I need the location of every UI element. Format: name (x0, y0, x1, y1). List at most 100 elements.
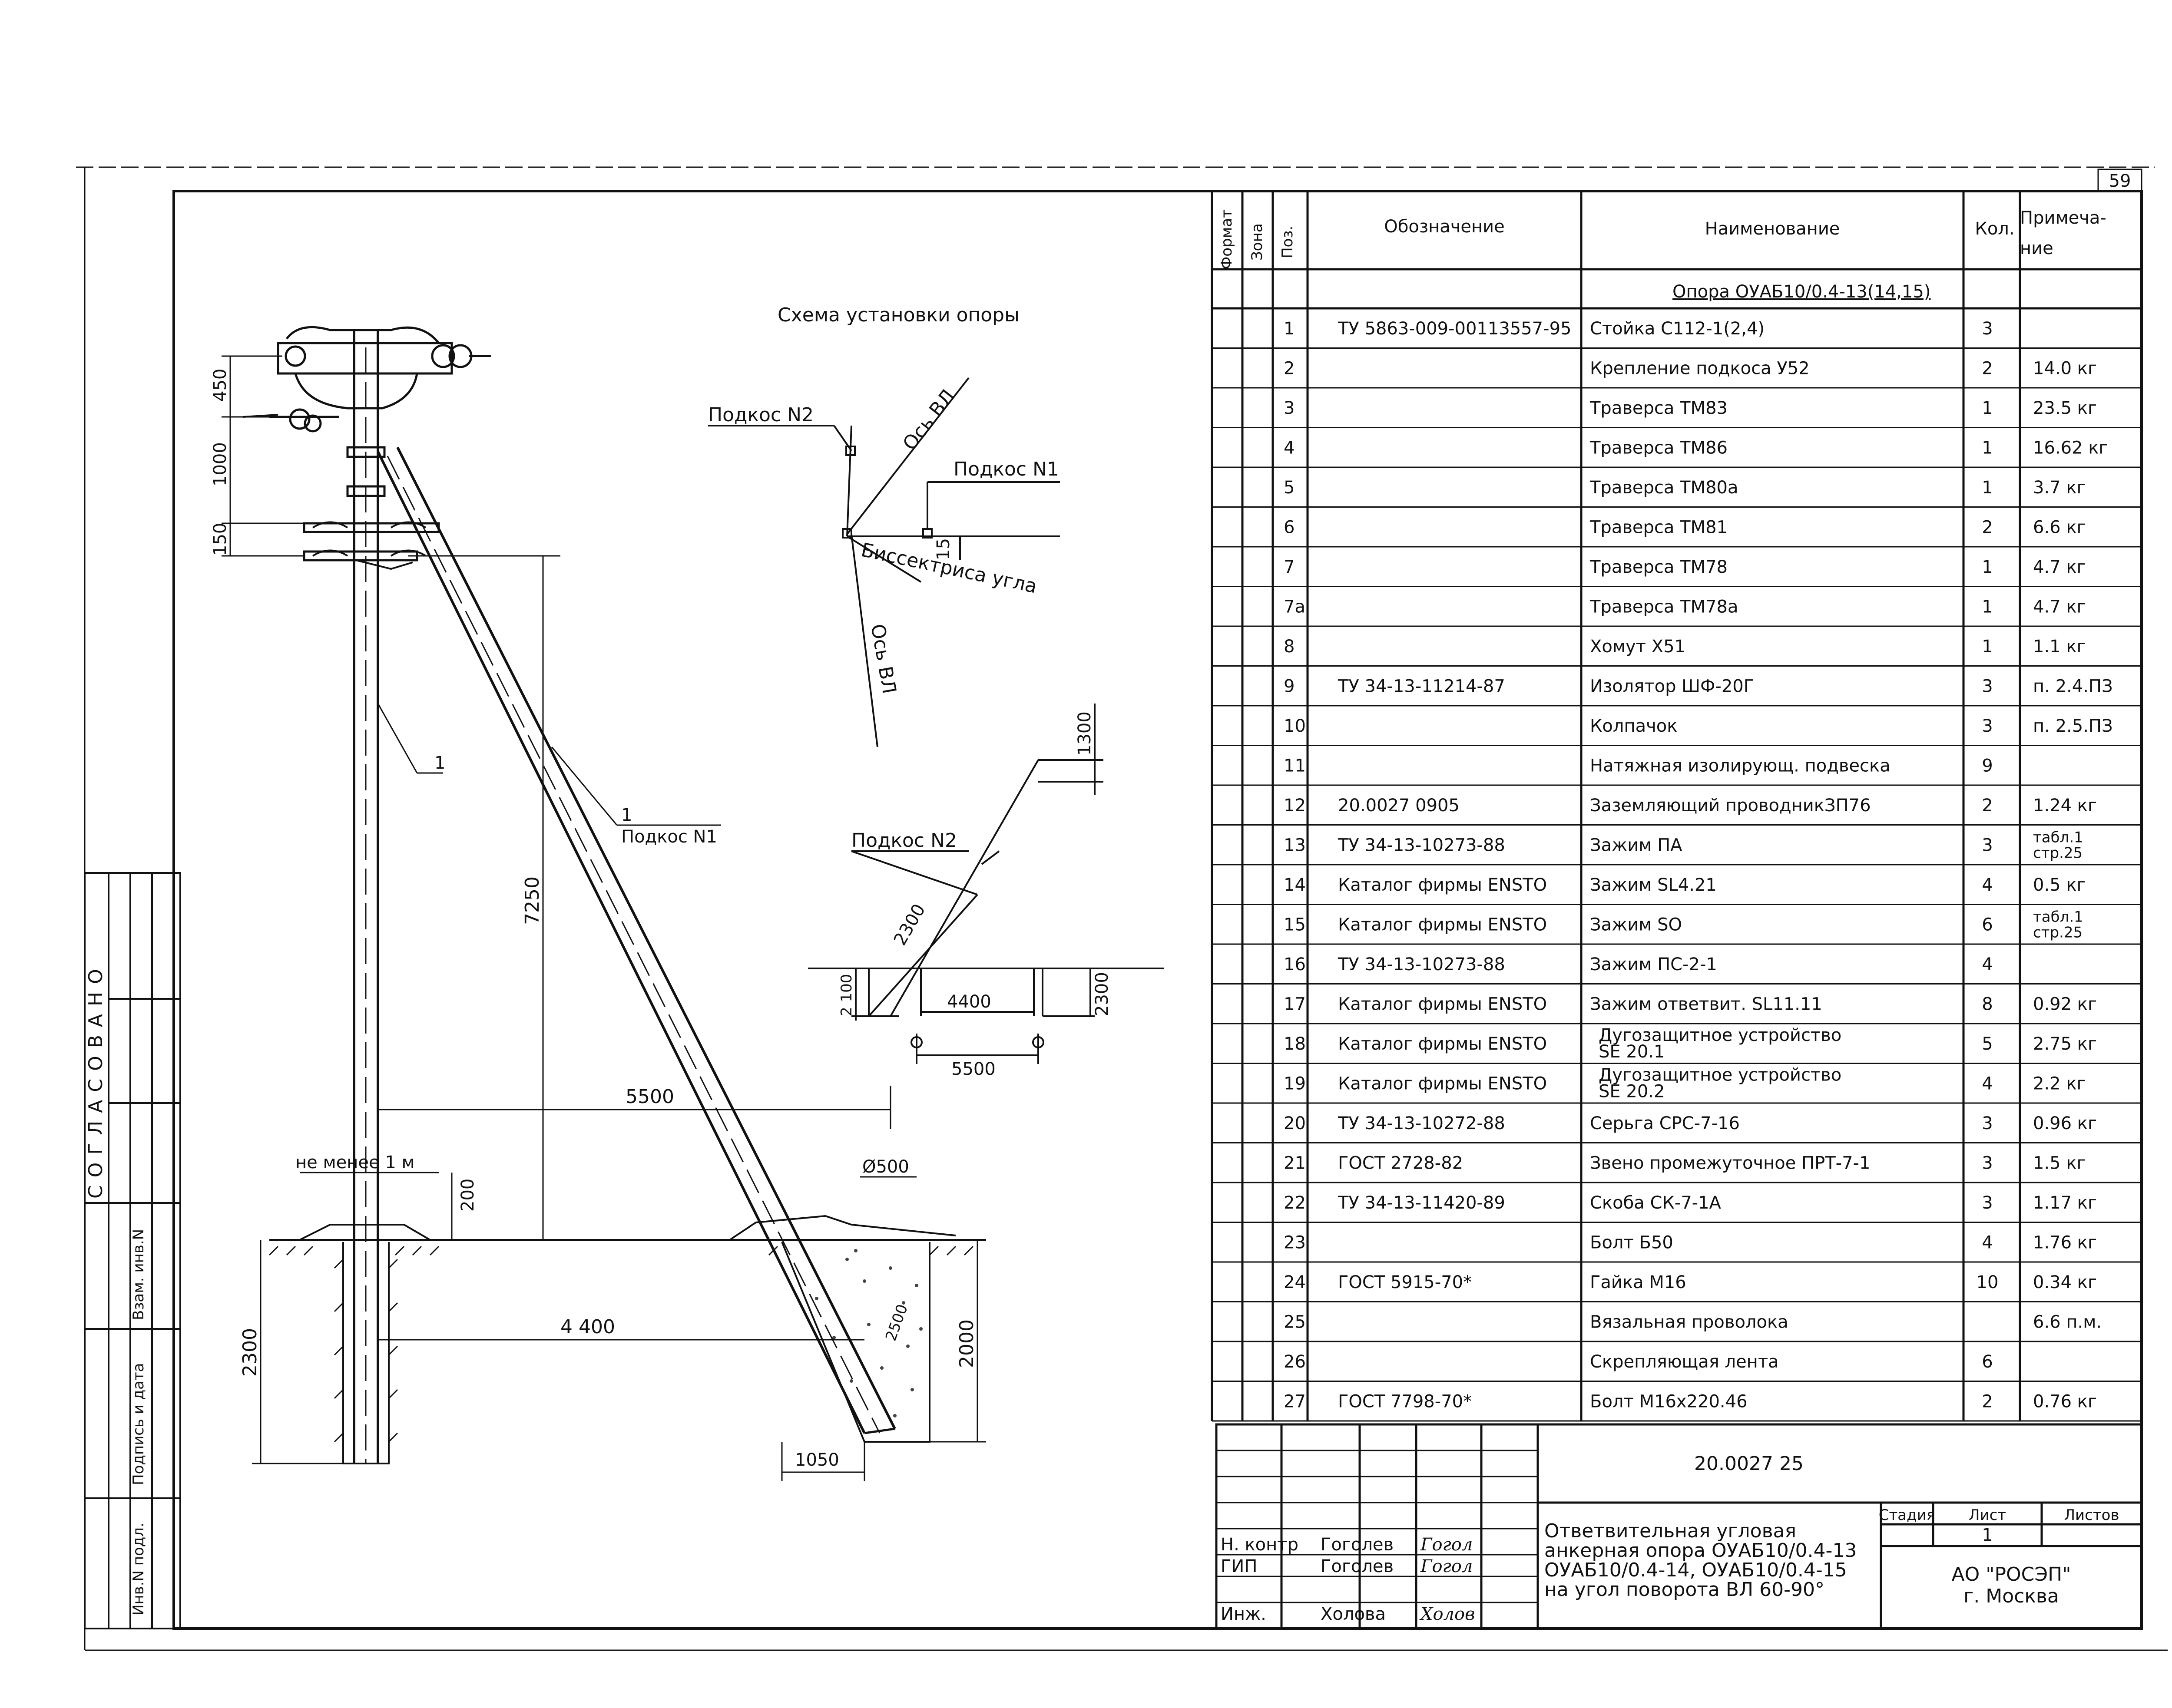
spec-row-note: 1.76 кг (2033, 1232, 2097, 1252)
spec-row-designation: Каталог фирмы ENSTO (1338, 875, 1547, 895)
spec-row-designation: ГОСТ 2728-82 (1338, 1153, 1463, 1173)
spec-row-note: 6.6 п.м. (2033, 1312, 2102, 1332)
spec-table-grid (1211, 191, 2143, 1422)
spec-row-qty: 1 (1982, 438, 1993, 458)
dim-200: 200 (458, 1179, 478, 1212)
spec-row-note: п. 2.4.ПЗ (2033, 676, 2113, 696)
spec-row-pos: 21 (1284, 1153, 1306, 1173)
spec-row-qty: 6 (1982, 1352, 1993, 1372)
spec-row-pos: 23 (1284, 1232, 1306, 1252)
spec-row-note: 0.76 кг (2033, 1391, 2097, 1411)
dimension-lines (222, 355, 986, 1481)
spec-row-pos: 3 (1284, 398, 1295, 418)
spec-row-designation: ТУ 34-13-11420-89 (1338, 1193, 1505, 1213)
spec-row-pos: 8 (1284, 637, 1295, 657)
scheme-axis-vl-top: Ось ВЛ (898, 386, 959, 455)
spec-row-name: Натяжная изолирующ. подвеска (1590, 756, 1891, 776)
spec-row-name: Гайка М16 (1590, 1272, 1686, 1292)
spec-row-qty: 1 (1982, 637, 1993, 657)
spec-row-designation: ТУ 34-13-10273-88 (1338, 835, 1505, 855)
spec-row-name: Зажим ПС-2-1 (1590, 955, 1717, 975)
hdr-designation: Обозначение (1384, 217, 1505, 237)
name-engineer: Холова (1321, 1604, 1386, 1624)
spec-row-name: Зажим SL4.21 (1590, 875, 1717, 895)
brace-scheme (808, 704, 1164, 1064)
stamp-agreed: СОГЛАСОВАНО (85, 961, 107, 1199)
spec-row-name: Заземляющий проводникЗП76 (1590, 796, 1871, 816)
spec-row-pos: 27 (1284, 1391, 1306, 1411)
spec-row-note-2: стр.25 (2033, 845, 2083, 862)
sheets-label: Листов (2064, 1506, 2119, 1524)
spec-row-note: 23.5 кг (2033, 398, 2097, 418)
stamp-inv-orig: Инв.N подл. (130, 1523, 147, 1615)
spec-row-note: табл.1 (2033, 829, 2083, 846)
title-line-3: ОУАБ10/0.4-14, ОУАБ10/0.4-15 (1544, 1559, 1847, 1581)
spec-row-name: Крепление подкоса У52 (1590, 358, 1810, 378)
spec-row-pos: 11 (1284, 756, 1306, 776)
sign-n-control: Гогол (1420, 1535, 1473, 1555)
spec-row-designation: ГОСТ 7798-70* (1338, 1391, 1472, 1411)
spec-row-note: 1.17 кг (2033, 1193, 2097, 1213)
side-dim-1300: 1300 (1075, 711, 1095, 756)
spec-row-name: Скоба СК-7-1А (1590, 1193, 1722, 1213)
spec-row-name: Дугозащитное устройство (1599, 1025, 1841, 1045)
name-n-control: Гоголев (1321, 1535, 1394, 1555)
spec-row-name: Зажим ответвит. SL11.11 (1590, 994, 1822, 1014)
spec-row-name: Траверса ТМ80а (1589, 478, 1738, 498)
spec-row-pos: 17 (1284, 994, 1306, 1014)
spec-row-qty: 1 (1982, 398, 1993, 418)
sheet-number: 59 (2109, 171, 2131, 191)
spec-row-note: 2.75 кг (2033, 1034, 2097, 1054)
hdr-note-2: ние (2020, 238, 2053, 258)
spec-row-pos: 20 (1284, 1113, 1306, 1133)
spec-row-note: 14.0 кг (2033, 358, 2097, 378)
spec-row-qty: 8 (1982, 994, 1993, 1014)
spec-row-name: Изолятор ШФ-20Г (1590, 676, 1754, 696)
dim-1000: 1000 (210, 442, 230, 486)
hdr-name: Наименование (1705, 219, 1840, 239)
spec-row-name-2: SE 20.1 (1599, 1042, 1665, 1062)
spec-row-pos: 26 (1284, 1352, 1306, 1372)
ref-post-1: 1 (434, 753, 445, 773)
dim-150: 150 (210, 523, 230, 556)
title-line-2: анкерная опора ОУАБ10/0.4-13 (1544, 1540, 1857, 1562)
spec-row-pos: 24 (1284, 1272, 1306, 1292)
spec-row-note: 4.7 кг (2033, 557, 2086, 577)
dim-2300: 2300 (239, 1328, 261, 1377)
spec-row-name-2: SE 20.2 (1599, 1082, 1665, 1102)
dim-4400: 4 400 (560, 1316, 615, 1338)
pole-drawing (243, 326, 986, 1464)
dim-1050: 1050 (795, 1450, 839, 1470)
spec-row-qty: 4 (1982, 955, 1993, 975)
spec-row-designation: Каталог фирмы ENSTO (1338, 994, 1547, 1014)
spec-row-designation: ТУ 34-13-11214-87 (1338, 676, 1505, 696)
spec-row-qty: 4 (1982, 1074, 1993, 1094)
name-gip: Гоголев (1321, 1556, 1394, 1576)
left-stamp (84, 872, 181, 1629)
stage-label: Стадия (1879, 1506, 1935, 1524)
dim-2500: 2500 (882, 1302, 911, 1343)
spec-row-designation: Каталог фирмы ENSTO (1338, 1034, 1547, 1054)
org-line-1: АО "РОСЭП" (1952, 1563, 2071, 1586)
spec-row-note-2: стр.25 (2033, 924, 2083, 942)
spec-row-pos: 5 (1284, 478, 1295, 498)
spec-row-name: Вязальная проволока (1590, 1312, 1788, 1332)
spec-row-designation: Каталог фирмы ENSTO (1338, 915, 1547, 935)
spec-row-pos: 14 (1284, 875, 1306, 895)
spec-row-pos: 4 (1284, 438, 1295, 458)
spec-row-note: 16.62 кг (2033, 438, 2108, 458)
spec-row-pos: 13 (1284, 835, 1306, 855)
side-dim-5500: 5500 (951, 1059, 996, 1079)
spec-row-pos: 19 (1284, 1074, 1306, 1094)
scheme-axis-vl-bottom: Ось ВЛ (866, 622, 900, 695)
spec-row-pos: 18 (1284, 1034, 1306, 1054)
spec-row-designation: ТУ 34-13-10272-88 (1338, 1113, 1505, 1133)
label-brace-n1-main: Подкос N1 (621, 827, 717, 847)
hdr-qty: Кол. (1975, 219, 2014, 239)
side-dim-2300: 2300 (1092, 972, 1112, 1016)
title-line-4: на угол поворота ВЛ 60-90° (1544, 1579, 1824, 1601)
side-dim-4400: 4400 (947, 992, 991, 1012)
spec-row-name: Траверса ТМ78а (1589, 597, 1738, 617)
spec-row-pos: 10 (1284, 716, 1306, 736)
